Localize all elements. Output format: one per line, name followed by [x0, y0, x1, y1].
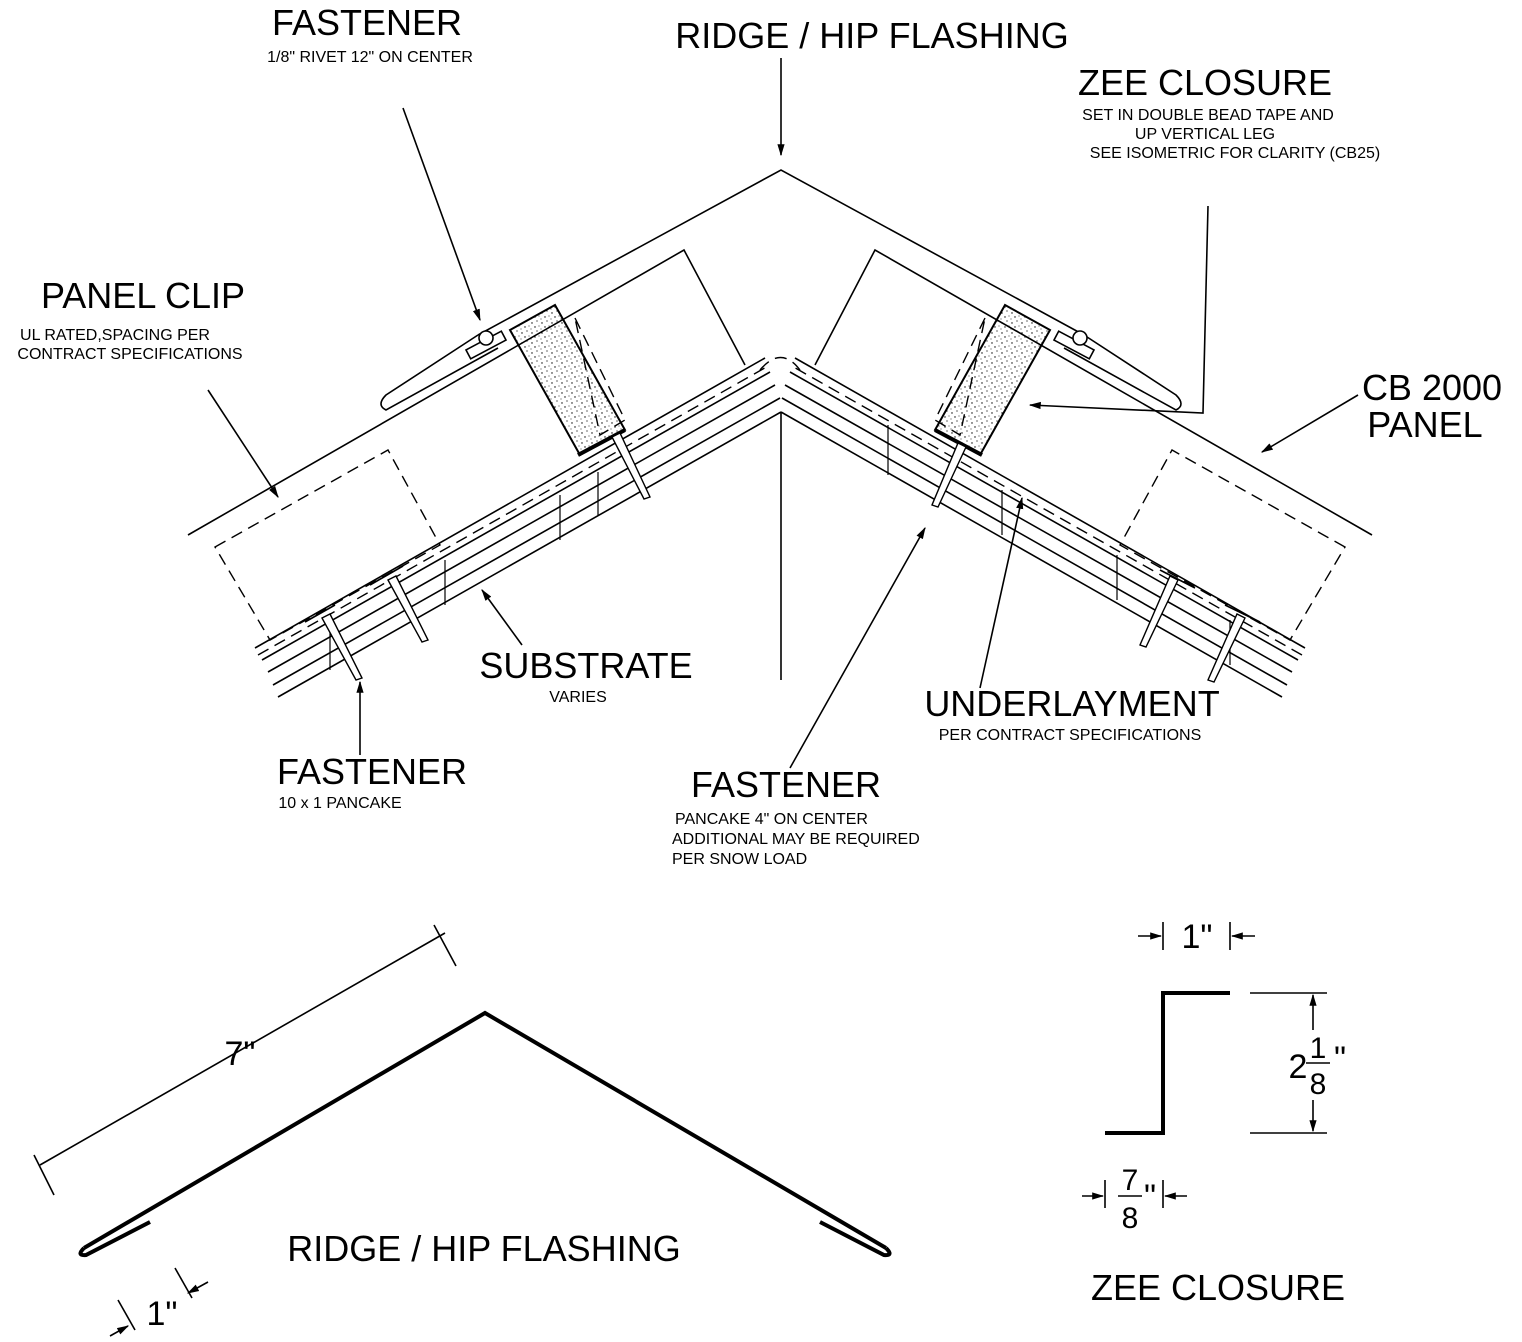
substrate-note: VARIES	[549, 689, 607, 706]
zee-closure-title: ZEE CLOSURE	[1078, 62, 1332, 103]
dim-7-label: 7"	[225, 1035, 256, 1073]
zee-top-dim-label: 1"	[1182, 918, 1213, 956]
fastener-pancake-note: 10 x 1 PANCAKE	[278, 795, 401, 812]
substrate-layers-left	[254, 357, 782, 698]
rivet-right	[1052, 330, 1096, 360]
leader-center-fastener	[789, 526, 926, 769]
leader-lines	[207, 58, 1359, 769]
fastener-center-note-1: PANCAKE 4" ON CENTER	[675, 811, 868, 828]
zee-closure-caption: ZEE CLOSURE	[1091, 1267, 1345, 1308]
zee-height-unit: "	[1334, 1040, 1346, 1078]
leader-cb2000	[1260, 394, 1359, 453]
ridge-flashing-detail: 7" 1" RIDGE / HIP FLASHING	[33, 924, 892, 1337]
fastener-center-title: FASTENER	[691, 764, 881, 805]
zee-closure-detail: 1" 2 1 8 " 7 8 " ZEE CLOSURE	[1082, 918, 1346, 1308]
dim-7-line	[39, 932, 446, 1166]
dim-hem-label: 1"	[147, 1295, 178, 1333]
leader-underlayment	[979, 496, 1024, 689]
callout-labels: FASTENER 1/8" RIVET 12" ON CENTER RIDGE …	[17, 2, 1502, 868]
ridge-crest-curve	[759, 356, 801, 371]
zee-height-den: 8	[1310, 1068, 1327, 1101]
ridge-flashing-profile	[82, 1010, 888, 1250]
leader-zee	[1028, 205, 1209, 414]
fastener-rivet-title: FASTENER	[272, 2, 462, 43]
zee-closure-note-1: SET IN DOUBLE BEAD TAPE AND	[1082, 107, 1334, 124]
screw-fasteners	[321, 432, 1246, 683]
ridge-flashing-hem-left	[380, 334, 499, 411]
rivet-left	[464, 330, 508, 360]
cb2000-panel-outline-right	[814, 248, 1373, 536]
panel-clip-left	[214, 449, 441, 641]
panel-clip-note-1: UL RATED,SPACING PER	[20, 327, 210, 344]
ridge-flashing-detail-hem-right	[819, 1220, 892, 1258]
zee-closure-note-3: SEE ISOMETRIC FOR CLARITY (CB25)	[1090, 145, 1380, 162]
fastener-rivet-note: 1/8" RIVET 12" ON CENTER	[267, 49, 473, 66]
panel-clip-note-2: CONTRACT SPECIFICATIONS	[17, 346, 242, 363]
cb2000-panel-outline	[187, 248, 746, 536]
zee-bottom-unit: "	[1144, 1178, 1156, 1216]
zee-height-num: 1	[1310, 1032, 1327, 1065]
foam-closure-right	[933, 303, 1052, 457]
leader-panel-clip	[207, 389, 279, 499]
fastener-center-note-3: PER SNOW LOAD	[672, 851, 807, 868]
zee-height-whole: 2	[1289, 1048, 1308, 1086]
cb2000-label-2: PANEL	[1367, 404, 1482, 445]
ridge-assembly	[187, 169, 1373, 698]
underlayment-title: UNDERLAYMENT	[924, 683, 1219, 724]
ridge-flashing-detail-hem-left	[78, 1220, 151, 1258]
zee-closure-profile	[1105, 991, 1230, 1135]
panel-clip-title: PANEL CLIP	[41, 275, 245, 316]
foam-closure-left	[508, 303, 627, 457]
fastener-pancake-title: FASTENER	[277, 751, 467, 792]
clip-plates	[304, 565, 1261, 623]
zee-bottom-num: 7	[1122, 1164, 1139, 1197]
leader-rivet	[402, 107, 481, 322]
ridge-flashing-line	[477, 169, 1085, 336]
panel-clip-right	[1119, 449, 1346, 641]
underlayment-note: PER CONTRACT SPECIFICATIONS	[939, 727, 1202, 744]
substrate-layers-right	[780, 357, 1306, 698]
ridge-title: RIDGE / HIP FLASHING	[675, 15, 1068, 56]
substrate-joints	[329, 425, 1231, 670]
substrate-title: SUBSTRATE	[479, 645, 692, 686]
zee-bottom-den: 8	[1122, 1202, 1139, 1235]
fastener-center-note-2: ADDITIONAL MAY BE REQUIRED	[672, 831, 920, 848]
cb2000-label-1: CB 2000	[1362, 367, 1502, 408]
zee-closure-note-2: UP VERTICAL LEG	[1135, 126, 1275, 143]
leader-substrate	[481, 589, 523, 646]
ridge-flashing-caption: RIDGE / HIP FLASHING	[287, 1228, 680, 1269]
ridge-flashing-hem-right	[1063, 334, 1182, 411]
